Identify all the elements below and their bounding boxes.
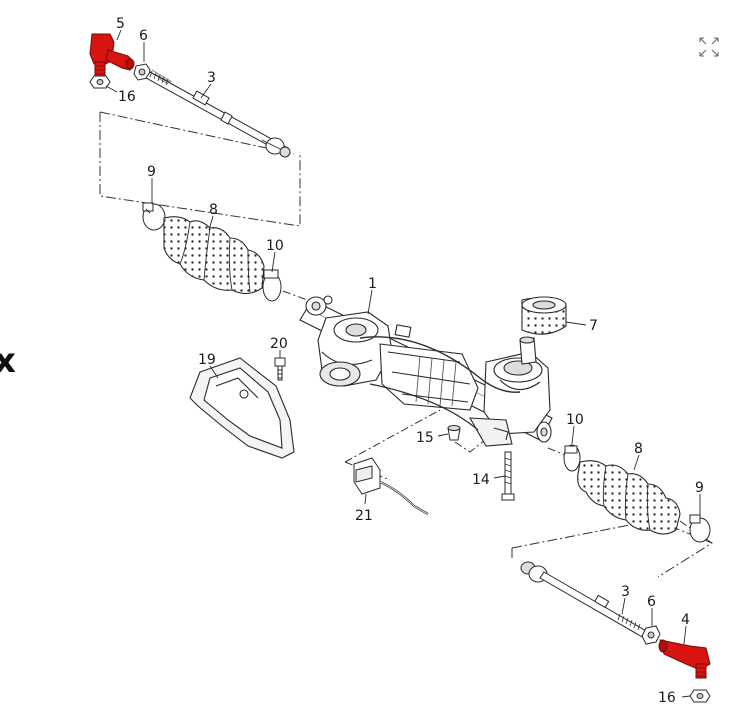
nut-lower-part-6[interactable] [641,625,661,645]
callout-14: 14 [472,472,490,488]
callout-6-lower: 6 [647,594,656,610]
assembly-bracket-lower [511,519,714,578]
callout-20: 20 [270,336,288,352]
callout-15: 15 [416,430,434,446]
callout-3-upper: 3 [207,70,216,86]
callout-8-lower: 8 [634,441,643,457]
callout-9-lower: 9 [695,480,704,496]
callout-9-upper: 9 [147,164,156,180]
boot-upper-part-8[interactable] [163,216,265,295]
connector-part-21[interactable] [353,457,429,515]
clamp-upper-part-10[interactable] [262,269,282,302]
callout-16-upper: 16 [118,89,136,105]
tie-rod-end-upper-part-5[interactable] [89,33,135,77]
callout-10-upper: 10 [266,238,284,254]
callout-labels: 5 6 3 16 9 8 10 1 7 19 20 15 14 21 10 8 … [116,16,704,706]
callout-5: 5 [116,16,125,32]
callout-19: 19 [198,352,216,368]
close-glyph[interactable]: x [0,341,16,381]
bolt-part-14[interactable] [501,451,515,501]
expand-arrows-icon[interactable] [699,37,719,57]
clamp-lower-part-10[interactable] [563,444,581,472]
callout-16-lower: 16 [658,690,676,706]
heat-shield-part-19[interactable] [189,357,295,459]
clip-part-15[interactable] [447,425,461,441]
callout-21: 21 [355,508,373,524]
callout-7: 7 [589,318,598,334]
boot-lower-part-8[interactable] [577,460,681,535]
nut-upper-part-16[interactable] [89,75,111,89]
callout-1: 1 [368,276,377,292]
tie-rod-upper-part-3[interactable] [145,69,291,158]
clamp-upper-part-9[interactable] [142,202,166,231]
assembly-bracket-upper [99,111,301,227]
mount-part-7[interactable] [521,296,567,335]
callout-4: 4 [681,612,690,628]
tie-rod-end-lower-part-4[interactable] [658,639,711,679]
clamp-lower-part-9[interactable] [689,514,711,543]
callout-3-lower: 3 [621,584,630,600]
nut-lower-part-16[interactable] [689,689,711,703]
callout-8-upper: 8 [209,202,218,218]
callout-10-lower: 10 [566,412,584,428]
bolt-part-20[interactable] [274,357,286,381]
callout-6-upper: 6 [139,28,148,44]
leader-lines [105,29,701,698]
steering-rack-part-1[interactable] [299,295,553,447]
tie-rod-lower-part-3[interactable] [520,561,649,639]
